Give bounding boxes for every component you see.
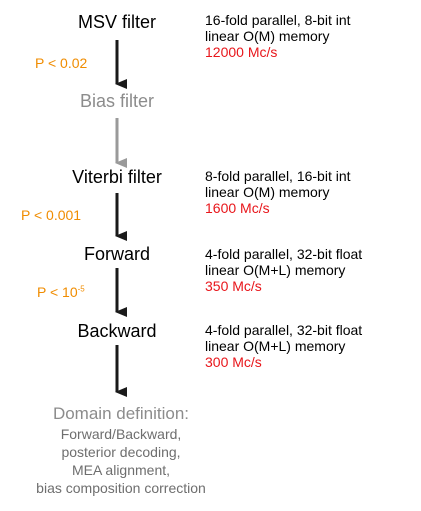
- threshold-msv: P < 0.02: [35, 55, 88, 71]
- domain-definition-item: Forward/Backward,: [60, 426, 182, 442]
- domain-definition-item: MEA alignment,: [71, 462, 171, 478]
- viterbi-parallelism: 8-fold parallel, 16-bit int: [205, 168, 351, 184]
- msv-parallelism: 16-fold parallel, 8-bit int: [205, 12, 351, 28]
- domain-definition-item: posterior decoding,: [61, 444, 181, 460]
- threshold-forward: P < 10-5: [37, 284, 85, 300]
- stage-forward-details: 4-fold parallel, 32-bit float linear O(M…: [205, 246, 362, 294]
- stage-forward: Forward: [83, 244, 150, 264]
- forward-rate: 350 Mc/s: [205, 278, 262, 294]
- forward-memory: linear O(M+L) memory: [205, 262, 346, 278]
- threshold-forward-exponent: -5: [77, 284, 85, 294]
- backward-memory: linear O(M+L) memory: [205, 338, 346, 354]
- stage-backward: Backward: [77, 321, 157, 341]
- viterbi-rate: 1600 Mc/s: [205, 200, 270, 216]
- forward-parallelism: 4-fold parallel, 32-bit float: [205, 246, 363, 262]
- backward-rate: 300 Mc/s: [205, 354, 262, 370]
- backward-parallelism: 4-fold parallel, 32-bit float: [205, 322, 363, 338]
- domain-definition-item: bias composition correction: [36, 480, 206, 496]
- viterbi-memory: linear O(M) memory: [205, 184, 330, 200]
- domain-definition-title: Domain definition:: [52, 404, 190, 423]
- stage-msv-filter: MSV filter: [77, 12, 156, 32]
- stage-viterbi-details: 8-fold parallel, 16-bit int linear O(M) …: [205, 168, 351, 216]
- threshold-forward-base: P < 10: [37, 284, 78, 300]
- stage-viterbi-filter: Viterbi filter: [72, 167, 162, 187]
- stage-msv-details: 16-fold parallel, 8-bit int linear O(M) …: [205, 12, 351, 60]
- stage-bias-filter: Bias filter: [79, 91, 155, 111]
- msv-rate: 12000 Mc/s: [205, 44, 278, 60]
- stage-backward-details: 4-fold parallel, 32-bit float linear O(M…: [205, 322, 362, 370]
- threshold-viterbi: P < 0.001: [21, 207, 82, 223]
- msv-memory: linear O(M) memory: [205, 28, 330, 44]
